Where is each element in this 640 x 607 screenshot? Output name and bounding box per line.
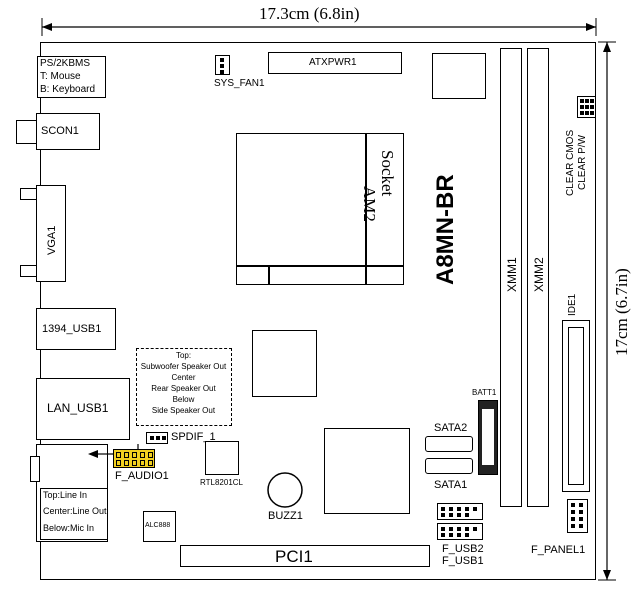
rtl-label: RTL8201CL — [200, 478, 243, 487]
audio-jack-line1: Top:Line In — [43, 490, 88, 500]
socket-tab-line2 — [365, 265, 367, 285]
front-audio-label: F_AUDIO1 — [115, 470, 169, 482]
front-usb2-header — [437, 503, 483, 520]
speaker-note-line4: Rear Speaker Out — [151, 384, 216, 393]
battery-label: BATT1 — [472, 388, 497, 397]
socket-divider-h — [236, 265, 404, 267]
speaker-note-line3: Center — [171, 373, 196, 382]
audio-jack-stub — [30, 456, 40, 482]
center-chip — [252, 330, 317, 397]
cpu-socket — [236, 133, 404, 285]
front-usb1-label: F_USB1 — [442, 555, 484, 567]
front-audio-header — [113, 449, 155, 468]
buzzer-label: BUZZ1 — [268, 510, 303, 522]
ide-connector — [562, 320, 590, 492]
audio-jack-legend: Top:Line In Center:Line Out Below:Mic In — [40, 488, 108, 540]
usb1394-label: 1394_USB1 — [42, 323, 102, 335]
audio-jack-line3: Below:Mic In — [43, 523, 95, 533]
dimm-slot-xmm2 — [527, 48, 549, 507]
usb1394-connector: 1394_USB1 — [36, 308, 116, 350]
front-usb1-header — [437, 523, 483, 540]
audio-jack-line2: Center:Line Out — [43, 506, 107, 516]
top-right-chip — [432, 53, 486, 99]
alc-chip: ALC888 — [143, 511, 176, 542]
dimm-slot-xmm1 — [500, 48, 522, 507]
southbridge-chip — [324, 428, 410, 514]
scon-label: SCON1 — [41, 125, 79, 137]
socket-divider-v — [365, 133, 367, 265]
lan-usb-connector: LAN_USB1 — [36, 378, 130, 440]
front-panel-header — [567, 499, 588, 533]
speaker-note-line6: Side Speaker Out — [151, 406, 216, 415]
front-usb2-label: F_USB2 — [442, 543, 484, 555]
speaker-note-line1: Top: — [175, 351, 192, 360]
atx-power-connector: ATXPWR1 — [268, 52, 402, 74]
clear-cmos-jumper — [577, 96, 596, 118]
scon-connector: SCON1 — [36, 113, 100, 150]
pci-slot: PCI1 — [180, 545, 430, 567]
ps2-label-line1: PS/2KBMS — [40, 58, 91, 69]
sata2-label: SATA2 — [434, 422, 468, 434]
vga-connector — [36, 185, 66, 282]
speaker-note-line2: Subwoofer Speaker Out — [140, 362, 227, 371]
sata1-connector — [425, 458, 473, 474]
ps2-label-line2: T: Mouse — [40, 71, 81, 82]
front-panel-label: F_PANEL1 — [531, 544, 586, 556]
atx-power-label: ATXPWR1 — [309, 57, 357, 68]
speaker-note-line5: Below — [172, 395, 195, 404]
lan-usb-label: LAN_USB1 — [47, 401, 109, 415]
sata2-connector — [425, 436, 473, 452]
speaker-out-note: Top: Subwoofer Speaker Out Center Rear S… — [136, 348, 232, 426]
sys-fan-connector — [215, 55, 230, 75]
board-width-label: 17.3cm (6.8in) — [255, 4, 364, 24]
ps2-port: PS/2KBMS T: Mouse B: Keyboard — [37, 56, 106, 98]
battery — [478, 400, 498, 475]
ps2-label-line3: B: Keyboard — [40, 84, 96, 95]
alc-label: ALC888 — [145, 522, 171, 529]
pci-label: PCI1 — [275, 547, 313, 566]
spdif-connector — [146, 432, 168, 444]
spdif-label: SPDIF_1 — [171, 431, 216, 443]
rtl-chip — [205, 441, 239, 475]
socket-tab-line — [268, 265, 270, 285]
sata1-label: SATA1 — [434, 479, 468, 491]
sys-fan-label: SYS_FAN1 — [214, 78, 265, 89]
